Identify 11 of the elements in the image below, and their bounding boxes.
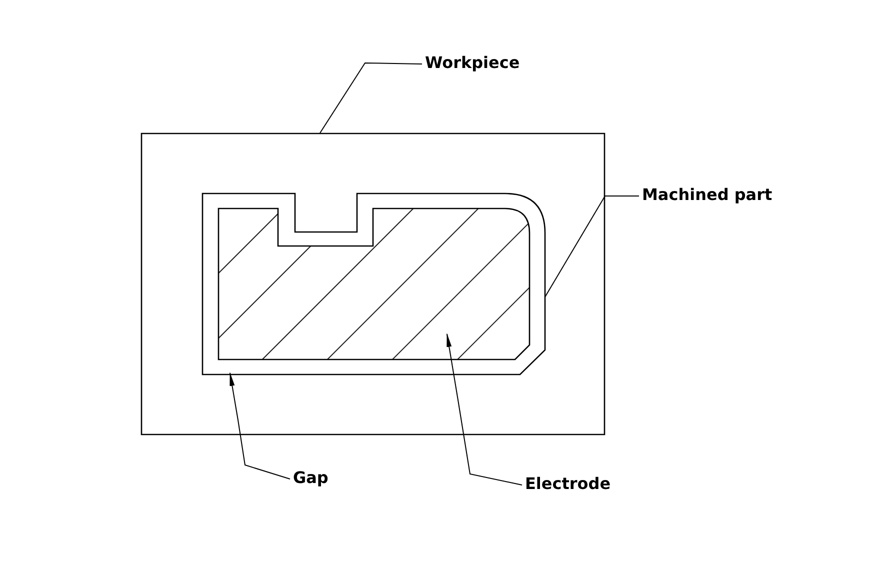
cavity-outline: [202, 193, 545, 375]
part-label: Machined part: [642, 184, 772, 206]
part-label: Electrode: [525, 473, 611, 495]
part-label: Gap: [293, 467, 328, 489]
leader-arrow: [446, 333, 522, 486]
leader-arrow: [230, 372, 290, 480]
part-label: Workpiece: [425, 52, 520, 74]
electrode-drawing: [218, 208, 530, 360]
leader-line: [320, 62, 422, 134]
workpiece-block: [141, 133, 605, 435]
leader-line: [544, 196, 640, 298]
